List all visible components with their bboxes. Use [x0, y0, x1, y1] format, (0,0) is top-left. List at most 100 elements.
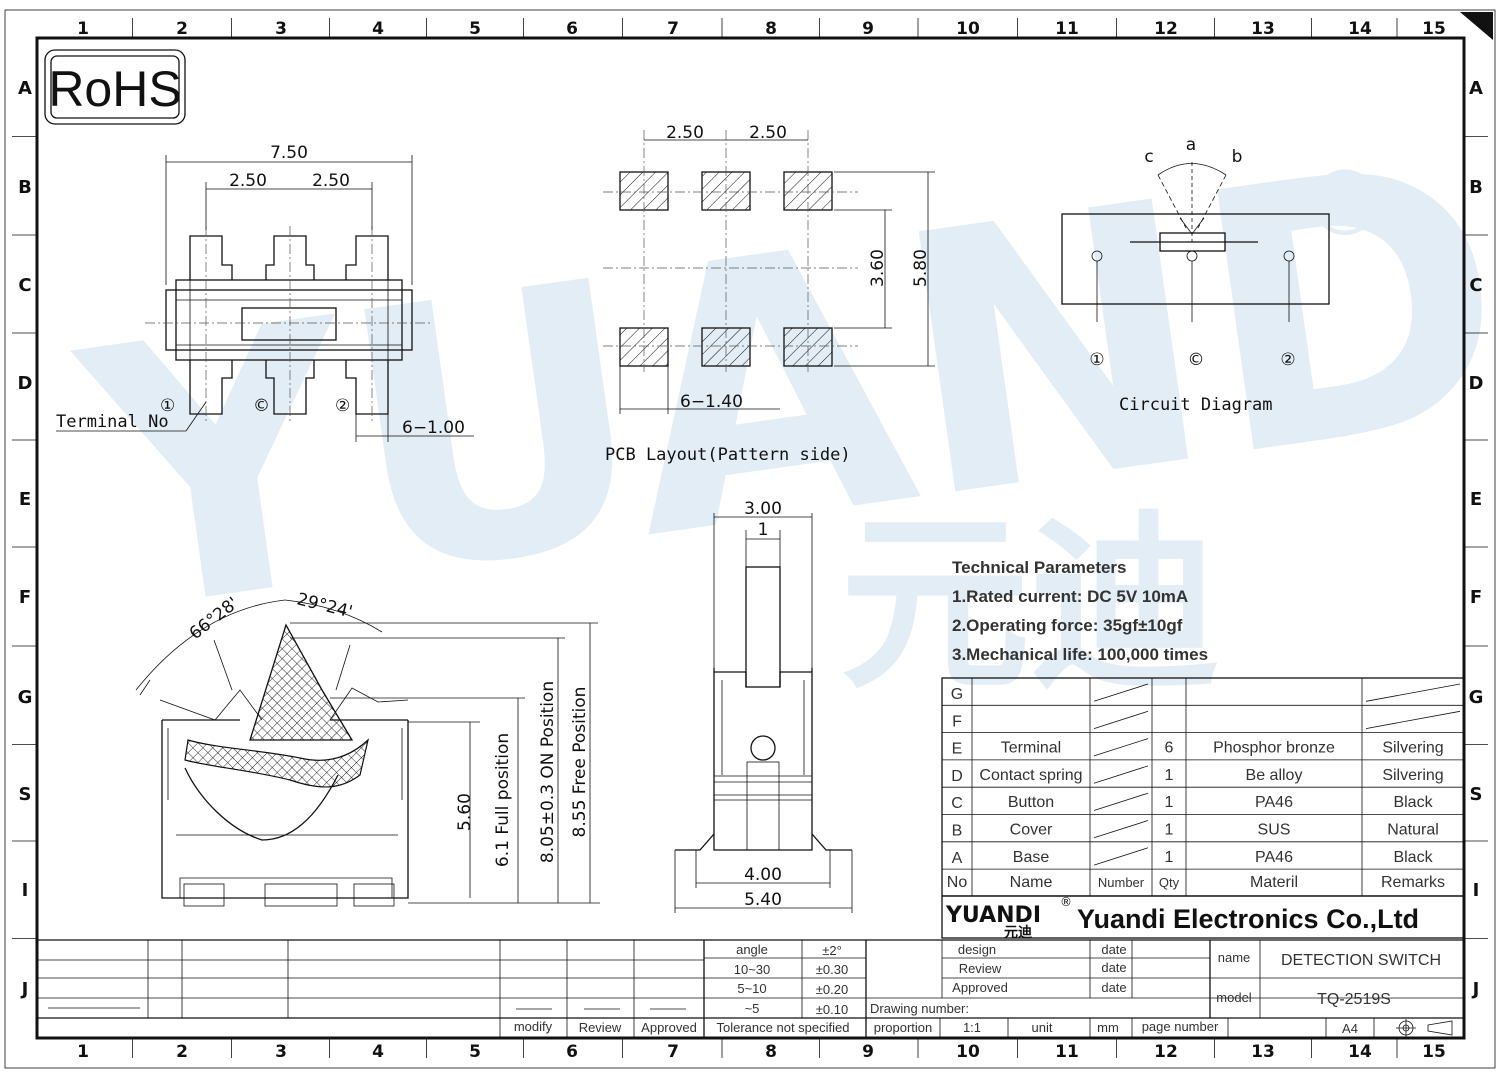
circuit-label-a: a: [1186, 135, 1196, 155]
row-marker: G: [18, 687, 33, 708]
circuit-terminal-2: ②: [1280, 350, 1295, 370]
dim-pitch-right: 2.50: [312, 171, 350, 191]
row-marker: I: [22, 880, 29, 901]
row-marker: E: [1470, 489, 1482, 510]
bom-row-letter: F: [952, 713, 962, 730]
sign-review: Review: [579, 1020, 622, 1035]
column-marker: 7: [667, 1042, 679, 1062]
projection-symbol: [1396, 1019, 1453, 1037]
bom-header-material: Materil: [1250, 874, 1298, 891]
column-marker: 1: [77, 19, 89, 39]
pcb-caption: PCB Layout(Pattern side): [605, 445, 851, 465]
free-position-label: 8.55 Free Position: [570, 687, 590, 838]
row-marker: J: [20, 979, 29, 1000]
tol-range: 10~30: [734, 962, 771, 977]
title-block: modify Review Approved angle ±2° 10~30 ±…: [37, 939, 1464, 1038]
column-marker: 15: [1422, 1042, 1446, 1062]
pcb-dim-pitch-right: 2.50: [749, 123, 787, 143]
column-marker: 14: [1348, 19, 1372, 39]
terminal-mark-c: ©: [253, 396, 270, 416]
column-marker: 2: [176, 19, 188, 39]
bom-row-remarks: Silvering: [1382, 767, 1443, 784]
bom-row-letter: B: [952, 823, 963, 840]
on-position-label: 8.05±0.3 ON Position: [538, 681, 558, 863]
column-marker: 6: [566, 19, 578, 39]
tech-item: 2.Operating force: 35gf±10gf: [952, 616, 1183, 635]
dim-pitch-left: 2.50: [229, 171, 267, 191]
top-view: 7.50 2.50 2.50 Terminal No ① © ② 6−1.00: [56, 143, 474, 442]
column-marker: 11: [1055, 19, 1079, 39]
column-marker: 2: [176, 1042, 188, 1062]
proportion-value: 1:1: [963, 1020, 981, 1035]
row-marker: F: [19, 587, 31, 608]
circuit-caption: Circuit Diagram: [1119, 395, 1273, 415]
column-marker: 10: [956, 19, 980, 39]
bom-row-material: Phosphor bronze: [1213, 740, 1335, 757]
row-marker: A: [18, 78, 32, 99]
tol-value: ±0.30: [816, 962, 848, 977]
column-marker: 12: [1154, 19, 1178, 39]
bom-row-qty: 1: [1165, 849, 1174, 866]
sign-modify: modify: [514, 1019, 553, 1034]
company-logo-cn: 元迪: [1004, 924, 1032, 941]
tol-header: angle: [736, 942, 768, 957]
bom-header-remarks: Remarks: [1381, 874, 1445, 891]
column-marker: 13: [1251, 19, 1275, 39]
bom-row-qty: 1: [1165, 767, 1174, 784]
column-marker: 5: [469, 1042, 481, 1062]
row-marker: D: [18, 373, 33, 394]
tol-value: ±0.20: [816, 982, 848, 997]
front-dim-outer: 5.40: [744, 890, 782, 910]
row-marker: I: [1473, 880, 1480, 901]
tol-range: ~5: [745, 1001, 760, 1016]
row-marker: G: [1469, 687, 1484, 708]
row-marker: B: [18, 177, 32, 198]
company-block: YUANDI ® 元迪 Yuandi Electronics Co.,Ltd: [941, 895, 1465, 941]
pcb-dim-inner: 3.60: [868, 249, 888, 287]
column-marker: 9: [862, 19, 874, 39]
bom-header-name: Name: [1010, 874, 1053, 891]
column-marker: 3: [275, 19, 287, 39]
bom-row-letter: C: [951, 795, 963, 812]
column-marker: 5: [469, 19, 481, 39]
column-marker: 12: [1154, 1042, 1178, 1062]
row-marker: E: [19, 489, 31, 510]
column-marker: 14: [1348, 1042, 1372, 1062]
technical-parameters: Technical Parameters 1.Rated current: DC…: [952, 558, 1208, 664]
outer-border: [4, 9, 1496, 1069]
dim-terminal-width: 6−1.00: [402, 418, 465, 438]
column-marker: 4: [372, 19, 384, 39]
rohs-label: RoHS: [48, 61, 181, 117]
dim-full: 5.60: [455, 793, 475, 831]
page-number-label: page number: [1142, 1019, 1219, 1034]
column-markers: 1122334455667788991010111112121313141415…: [77, 18, 1446, 1062]
bom-header-qty: Qty: [1159, 875, 1180, 890]
bom-row-material: SUS: [1258, 822, 1291, 839]
name-label: name: [1218, 950, 1251, 965]
bom-row-qty: 1: [1165, 822, 1174, 839]
date-label: date: [1101, 960, 1126, 975]
bom-row-remarks: Black: [1393, 794, 1433, 811]
column-marker: 3: [275, 1042, 287, 1062]
terminal-no-label: Terminal No: [56, 412, 169, 432]
front-dim-top: 3.00: [744, 499, 782, 519]
row-marker: F: [1470, 587, 1482, 608]
column-marker: 7: [667, 19, 679, 39]
proportion-label: proportion: [874, 1020, 933, 1035]
sign-approved: Approved: [641, 1020, 697, 1035]
bom-row-remarks: Natural: [1387, 822, 1439, 839]
row-marker: C: [1469, 275, 1482, 296]
rohs-badge: RoHS: [44, 49, 186, 125]
unit-label: unit: [1032, 1020, 1053, 1035]
column-marker: 1: [77, 1042, 89, 1062]
column-marker: 4: [372, 1042, 384, 1062]
column-marker: 9: [862, 1042, 874, 1062]
column-marker: 6: [566, 1042, 578, 1062]
front-dim-small: 1: [758, 520, 769, 540]
tol-value: ±0.10: [816, 1002, 848, 1017]
column-marker: 13: [1251, 1042, 1275, 1062]
tol-range: 5~10: [737, 981, 766, 996]
column-marker: 8: [765, 1042, 777, 1062]
